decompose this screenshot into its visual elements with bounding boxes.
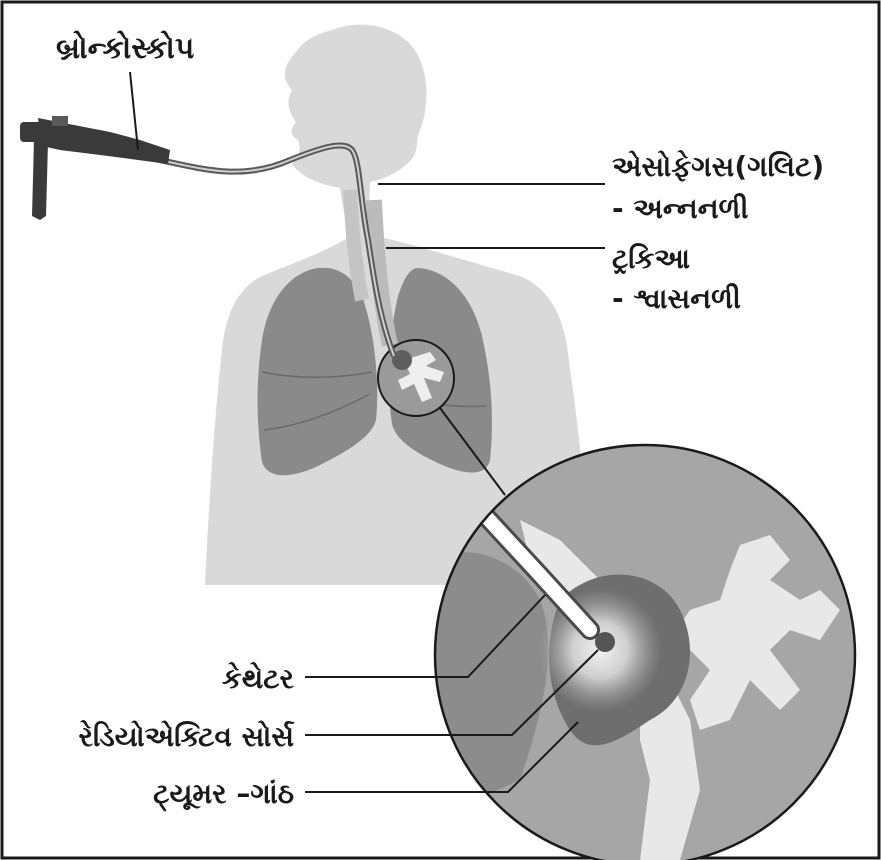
label-trachea-line1: ટ્રકિઆ bbox=[612, 242, 690, 275]
bronchoscope-device bbox=[20, 116, 170, 220]
label-tumor: ટ્યૂમર –ગાંઠ bbox=[153, 777, 294, 811]
label-trachea-line2: - શ્વાસનળી bbox=[612, 282, 741, 315]
label-radioactive-source: રેડિયોએક્ટિવ સોર્સ bbox=[79, 720, 295, 753]
label-esophagus-line1: એસોફેગસ(ગલિટ) bbox=[612, 150, 824, 183]
label-esophagus-line2: - અન્નનળી bbox=[612, 192, 749, 225]
label-catheter: કેથેટર bbox=[222, 662, 295, 695]
label-bronchoscope: બ્રોન્કોસ્કોપ bbox=[56, 30, 194, 66]
